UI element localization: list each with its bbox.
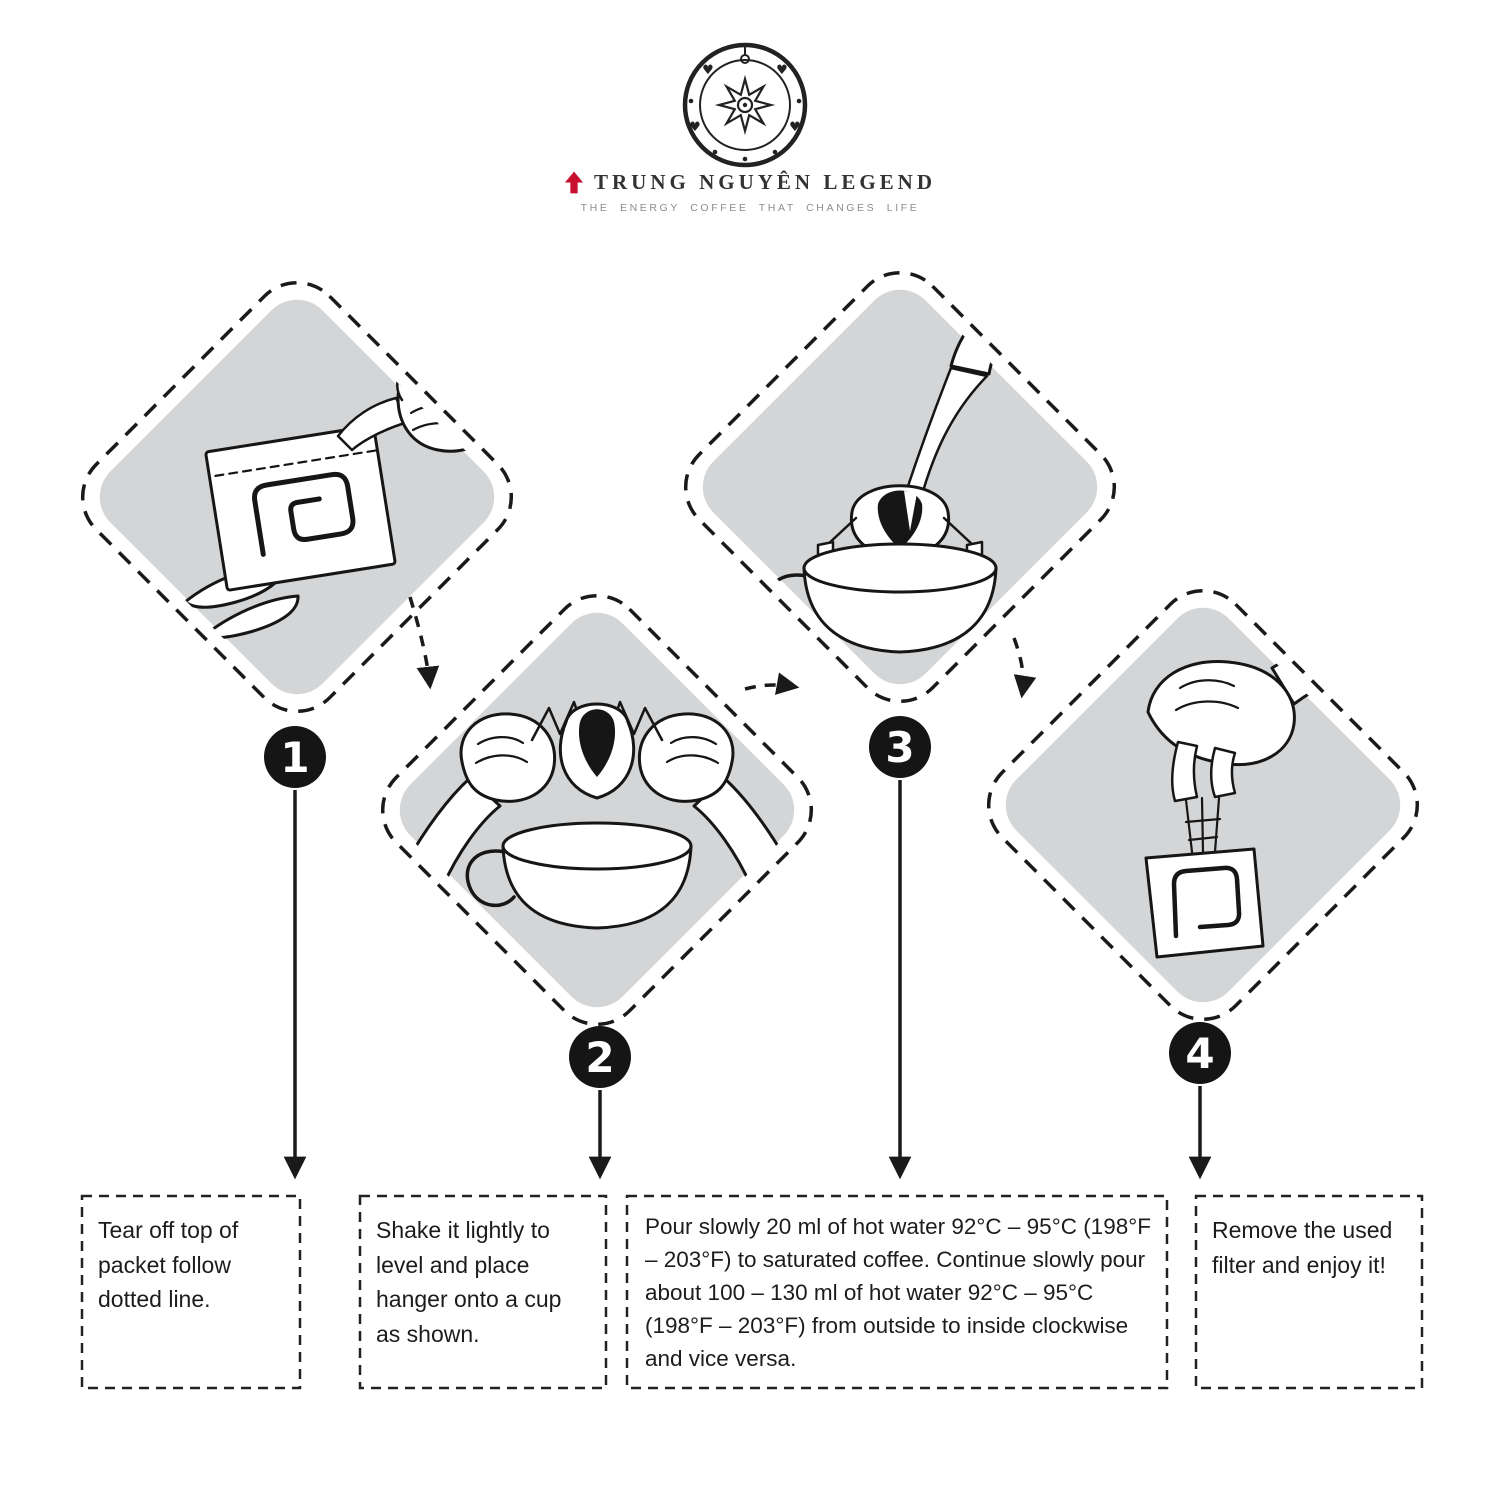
brand-emblem: ♥ ♥ ♥ ♥: [682, 42, 808, 168]
heart-icon: ♥: [702, 63, 714, 78]
bead-dot: [712, 149, 718, 155]
caption-box-borders: [80, 1194, 1424, 1390]
step-2-panel: [380, 593, 814, 1027]
heart-icon: ♥: [689, 120, 701, 135]
step-4-caption: Remove the used filter and enjoy it!: [1212, 1217, 1393, 1278]
step-3-number-badge: 3: [869, 716, 931, 778]
step-1-caption: Tear off top of packet follow dotted lin…: [98, 1217, 239, 1312]
step-4-caption-box: [1194, 1194, 1424, 1390]
connector-arrow-3-4: [1012, 637, 1037, 699]
brand-name: TRUNG NGUYÊN LEGEND: [593, 170, 937, 194]
step-4-number-badge: 4: [1169, 1022, 1231, 1084]
step-3-caption: Pour slowly 20 ml of hot water 92°C – 95…: [645, 1214, 1151, 1372]
connector-arrow-2-3: [744, 672, 800, 695]
step-3-caption-box: [625, 1194, 1169, 1390]
bead-dot: [742, 156, 748, 162]
step-1-panel: [80, 280, 514, 714]
step-4-panel: [986, 588, 1420, 1022]
step-2-caption: Shake it lightly to level and place hang…: [376, 1217, 562, 1347]
brand-lockup: TRUNG NGUYÊN LEGEND THE ENERGY COFFEE TH…: [550, 170, 950, 214]
step-3-panel: [683, 270, 1117, 704]
step-1-caption-box: [80, 1194, 302, 1390]
step-2-illustration: [402, 700, 792, 930]
bead-dot: [688, 98, 694, 104]
flow-connectors: [283, 596, 1212, 1180]
connector-arrow-1-2: [408, 596, 440, 690]
heart-icon: ♥: [789, 120, 801, 135]
brand-mark-icon: [564, 170, 584, 195]
heart-icon: ♥: [776, 63, 788, 78]
bead-dot: [796, 98, 802, 104]
step-2-caption-box: [358, 1194, 608, 1390]
brand-tagline: THE ENERGY COFFEE THAT CHANGES LIFE: [580, 202, 920, 214]
step-2-number-badge: 2: [569, 1026, 631, 1088]
bead-dot: [772, 149, 778, 155]
step-3-illustration: [766, 272, 1046, 654]
step-1-number-badge: 1: [264, 726, 326, 788]
